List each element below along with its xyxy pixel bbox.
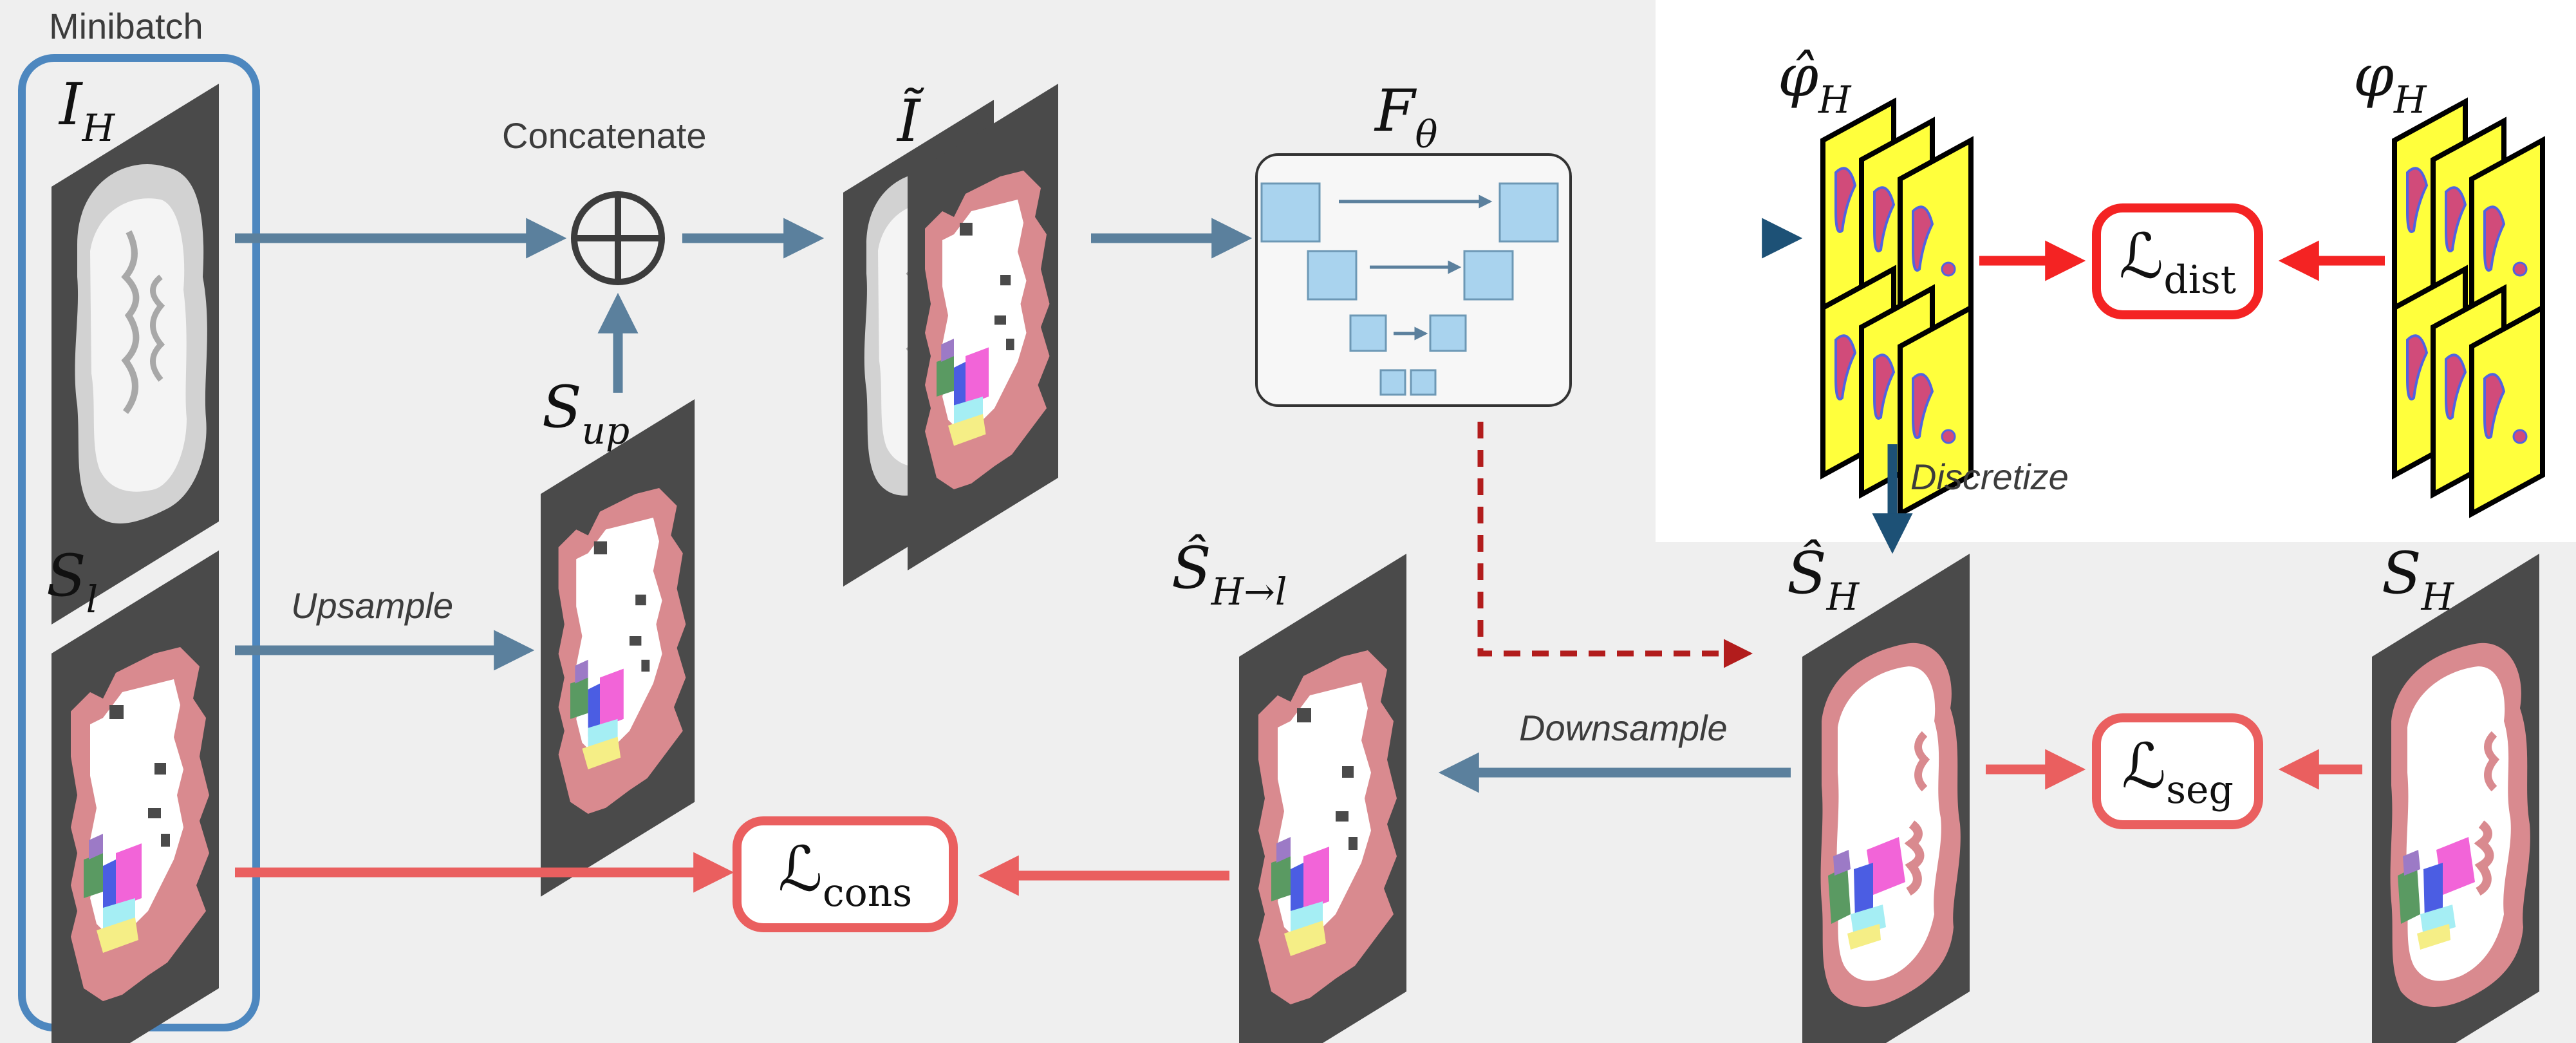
discretize-label: Discretize xyxy=(1910,456,2069,497)
concat-input-label: Ĩ xyxy=(897,88,920,155)
seg-cons-loss-arrows xyxy=(235,749,2362,896)
gt-distance-maps xyxy=(2394,102,2543,514)
seg-loss-box: ℒseg xyxy=(2092,713,2263,829)
flow-arrows xyxy=(235,218,1791,793)
concatenate-label: Concatenate xyxy=(502,115,707,156)
circle-plus-icon xyxy=(571,191,665,285)
network-box xyxy=(1255,153,1572,407)
network-label: Fθ xyxy=(1375,77,1438,157)
lowres-seg-label: Sl xyxy=(46,542,98,622)
cons-loss-label: ℒcons xyxy=(778,833,913,916)
seg-loss-label: ℒseg xyxy=(2122,730,2234,813)
minibatch-box xyxy=(18,54,260,1031)
pred-dist-map-label: φ̂H xyxy=(1778,42,1851,122)
gt-seg-label: SH xyxy=(2382,540,2454,619)
dist-loss-box: ℒdist xyxy=(2092,203,2263,319)
unet-icon xyxy=(1260,182,1559,396)
downsample-label: Downsample xyxy=(1519,708,1728,748)
downsampled-pred-seg-slice xyxy=(1239,554,1406,1043)
network-to-seg-dashed-arrow xyxy=(1477,422,1753,668)
pred-seg-label: ŜH xyxy=(1787,540,1860,619)
dist-loss-label: ℒdist xyxy=(2119,220,2236,303)
upsample-label: Upsample xyxy=(291,585,454,626)
minibatch-label: Minibatch xyxy=(49,6,203,46)
pred-seg-slice xyxy=(1802,554,1970,1043)
gt-dist-map-label: φH xyxy=(2353,42,2427,122)
cons-loss-box: ℒcons xyxy=(733,816,958,932)
upsampled-seg-slice xyxy=(541,399,695,897)
gt-seg-slice xyxy=(2372,554,2539,1043)
unet-skip-arrows xyxy=(1339,194,1493,341)
input-image-label: IH xyxy=(59,71,115,151)
lowres-seg-slice xyxy=(51,550,219,1043)
upsampled-seg-label: Sup xyxy=(542,373,630,453)
downsampled-pred-seg-label: ŜH→l xyxy=(1171,534,1287,614)
